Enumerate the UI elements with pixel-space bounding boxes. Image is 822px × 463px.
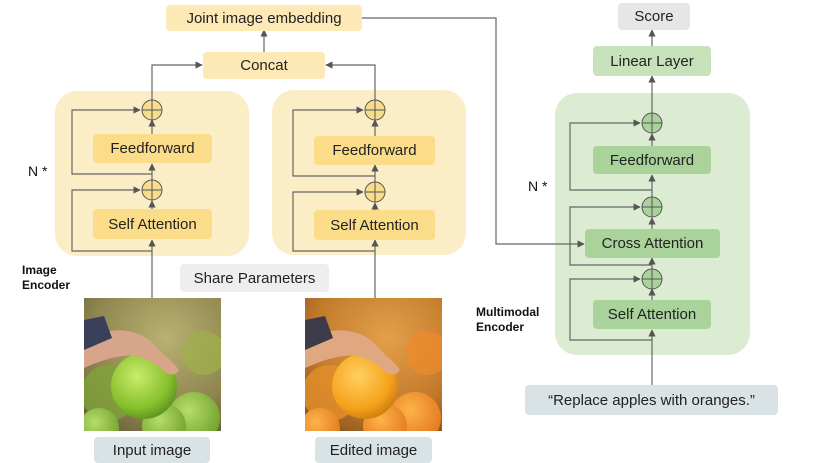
text-prompt-box: “Replace apples with oranges.” [525, 385, 778, 415]
self-attention-box-right: Self Attention [314, 210, 435, 240]
wire-right-to-concat [325, 61, 376, 100]
adder-icon-right-2 [364, 99, 386, 121]
repeat-label-multimodal: N * [528, 178, 548, 194]
multimodal-encoder-label-line2: Encoder [476, 320, 525, 334]
wire-residual-m1 [569, 275, 652, 341]
wire-left-to-concat [151, 61, 203, 100]
feedforward-box-right: Feedforward [314, 136, 435, 165]
input-image-photo [84, 298, 221, 431]
cross-attention-box: Cross Attention [585, 229, 720, 258]
adder-icon-multimodal-1 [641, 268, 663, 290]
adder-icon-multimodal-2 [641, 196, 663, 218]
self-attention-box-left: Self Attention [93, 209, 212, 239]
adder-icon-left-2 [141, 99, 163, 121]
multimodal-encoder-label: Multimodal Encoder [476, 305, 539, 335]
adder-icon-multimodal-3 [641, 112, 663, 134]
linear-layer-box: Linear Layer [593, 46, 711, 76]
feedforward-box-left: Feedforward [93, 134, 212, 163]
wire-residual-left-1 [71, 186, 152, 252]
image-encoder-label-line1: Image [22, 263, 57, 277]
self-attention-box-multimodal: Self Attention [593, 300, 711, 329]
edited-image-label: Edited image [315, 437, 432, 463]
wire-residual-m3 [569, 119, 652, 191]
wire-residual-m2 [569, 203, 652, 266]
input-image-label: Input image [94, 437, 210, 463]
image-encoder-label: Image Encoder [22, 263, 70, 293]
wire-embedding-to-cross-attention [362, 17, 585, 248]
feedforward-box-multimodal: Feedforward [593, 146, 711, 174]
concat-box: Concat [203, 52, 325, 79]
adder-icon-left-1 [141, 179, 163, 201]
wire-residual-right-2 [292, 106, 375, 177]
repeat-label-image-encoder: N * [28, 163, 48, 179]
wire-residual-left-2 [71, 106, 152, 175]
score-box: Score [618, 3, 690, 30]
wire-residual-right-1 [292, 188, 375, 252]
edited-image-photo [305, 298, 442, 431]
share-parameters-box: Share Parameters [180, 264, 329, 292]
image-encoder-label-line2: Encoder [22, 278, 71, 292]
joint-image-embedding-box: Joint image embedding [166, 5, 362, 31]
adder-icon-right-1 [364, 181, 386, 203]
multimodal-encoder-label-line1: Multimodal [476, 305, 540, 319]
